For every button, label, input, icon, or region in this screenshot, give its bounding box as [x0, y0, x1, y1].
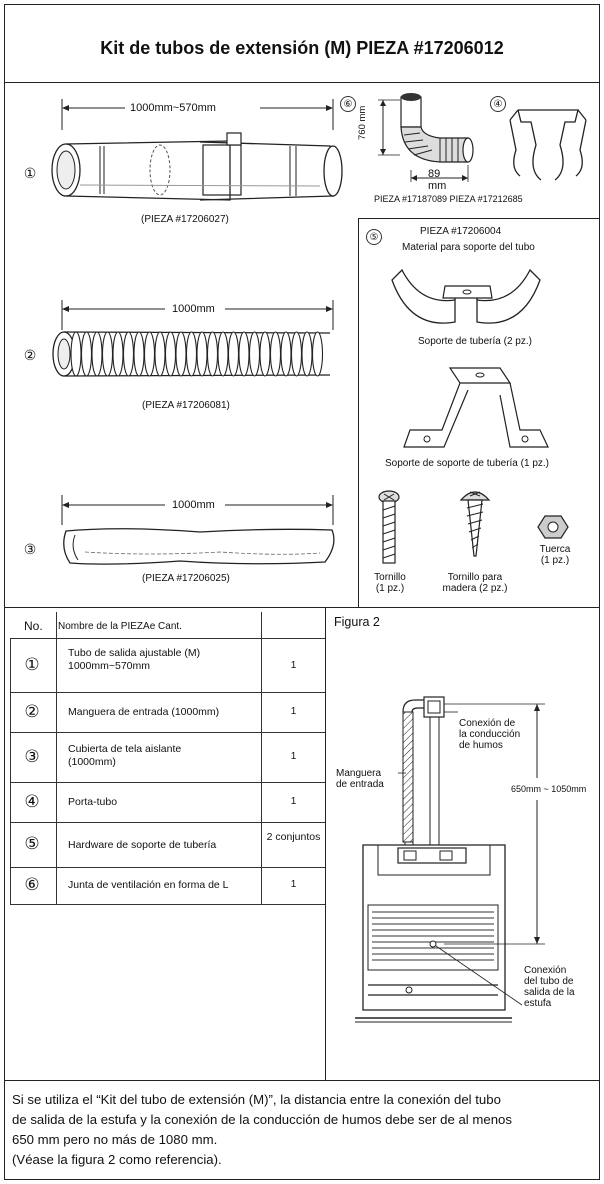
screw-label: Tornillo: [374, 572, 406, 583]
part-2-code: (PIEZA #17206081): [142, 400, 230, 411]
figure-range-label: 650mm ~ 1050mm: [511, 783, 587, 795]
figure-outlet-label-4: estufa: [524, 998, 552, 1009]
table-row-3-qty: 1: [290, 751, 297, 762]
table-row-6-qty: 1: [290, 879, 297, 890]
table-row-line-h: [10, 638, 325, 639]
parts-divider: [4, 607, 600, 608]
table-right-border: [325, 608, 326, 1080]
note-line-3: 650 mm pero no más de 1080 mm.: [12, 1132, 218, 1147]
table-row-2-qty: 1: [290, 706, 297, 717]
table-row-3-name: Cubierta de tela aislante (1000mm): [68, 743, 182, 768]
wood-screw-label: Tornillo para: [447, 572, 503, 583]
part-1-code: (PIEZA #17206027): [141, 214, 229, 225]
figure-hose-label-1: Manguera: [336, 768, 382, 779]
part-5-marker: ⑤: [366, 229, 382, 245]
table-row-5-qty: 2 conjuntos: [266, 831, 321, 843]
table-row-line-5: [10, 867, 325, 868]
table-row-3-no: ③: [24, 747, 40, 766]
table-row-6-name: Junta de ventilación en forma de L: [68, 879, 229, 891]
part-5-bracket-label: Soporte de soporte de tubería (1 pz.): [385, 458, 549, 469]
table-row-line-1: [10, 692, 325, 693]
part-4-marker: ④: [490, 96, 506, 112]
figure-outlet-label-2: del tubo de: [524, 976, 574, 987]
part-3-dimension: 1000mm: [172, 499, 215, 511]
part-3-code: (PIEZA #17206025): [142, 573, 230, 584]
nut-label: Tuerca: [539, 544, 571, 555]
note-line-1: Si se utiliza el “Kit del tubo de extens…: [12, 1092, 501, 1107]
table-row-5-no: ⑤: [24, 834, 40, 853]
figure-outlet-label-3: salida de la: [524, 987, 575, 998]
table-row-1-no: ①: [24, 655, 40, 674]
part-6-width-unit: mm: [428, 180, 447, 192]
table-row-2-no: ②: [24, 702, 40, 721]
figure-flue-connection-3: de humos: [459, 740, 503, 751]
figure-flue-connection-1: Conexión de: [459, 718, 516, 729]
table-row-4-no: ④: [24, 792, 40, 811]
part-6-width-dimension: 89: [428, 168, 441, 180]
figure-outlet-label-1: Conexión: [524, 965, 567, 976]
table-row-4-qty: 1: [290, 796, 297, 807]
wood-screw-qty: madera (2 pz.): [442, 583, 508, 594]
part-6-marker: ⑥: [340, 96, 356, 112]
hose-rib: [311, 331, 324, 377]
part-1-dimension: 1000mm~570mm: [130, 102, 216, 114]
table-row-6-no: ⑥: [24, 875, 40, 894]
table-row-4-name: Porta-tubo: [68, 796, 118, 808]
part-1-marker: ①: [23, 165, 37, 181]
nut-qty: (1 pz.): [540, 555, 570, 566]
table-row-2-name: Manguera de entrada (1000mm): [68, 706, 220, 718]
table-row-line-4: [10, 822, 325, 823]
note-line-2: de salida de la estufa y la conexión de …: [12, 1112, 512, 1127]
table-header-no: No.: [24, 619, 43, 633]
page-title: Kit de tubos de extensión (M) PIEZA #172…: [100, 38, 504, 58]
part-3-marker: ③: [23, 541, 37, 557]
part-5-support-label: Soporte de tubería (2 pz.): [418, 336, 532, 347]
title-divider: [4, 82, 600, 83]
table-header-name: Nombre de la PIEZAe Cant.: [58, 621, 182, 632]
table-row-line-2: [10, 732, 325, 733]
hardware-frame: [358, 218, 600, 608]
note-line-4: (Véase la figura 2 como referencia).: [12, 1152, 222, 1167]
table-col-line-1: [56, 612, 57, 904]
figure-title: Figura 2: [334, 615, 380, 629]
note-divider: [4, 1080, 600, 1081]
part-6-4-codes: PIEZA #17187089 PIEZA #17212685: [374, 194, 523, 204]
figure-hose-label-2: de entrada: [336, 779, 384, 790]
table-row-line-3: [10, 782, 325, 783]
table-col-line-2: [261, 612, 262, 904]
part-5-code: PIEZA #17206004: [420, 226, 502, 237]
table-row-1-name: Tubo de salida ajustable (M) 1000mm~570m…: [68, 647, 201, 672]
screw-qty: (1 pz.): [375, 583, 405, 594]
part-2-marker: ②: [23, 347, 37, 363]
table-row-1-qty: 1: [290, 660, 297, 671]
table-row-5-name: Hardware de soporte de tubería: [68, 839, 217, 851]
table-row-line-6: [10, 904, 325, 905]
part-2-dimension: 1000mm: [172, 303, 215, 315]
part-5-heading: Material para soporte del tubo: [402, 242, 535, 253]
table-left-border: [10, 638, 11, 904]
figure-flue-connection-2: la conducción: [459, 729, 521, 740]
